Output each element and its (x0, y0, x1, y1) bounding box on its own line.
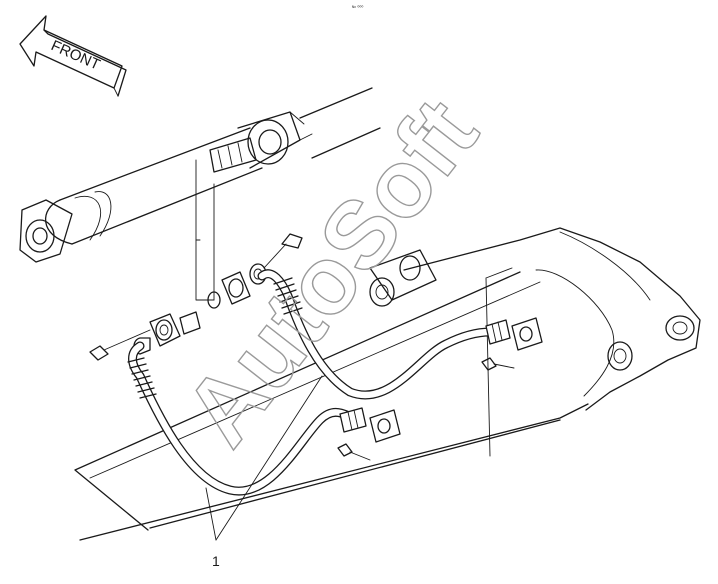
right-fitting-lower (337, 407, 401, 461)
header-mark: ᴺᵒ ⁰⁰⁰ (352, 5, 363, 11)
callout-1-label: 1 (212, 553, 220, 569)
hose-2-spring-guard (273, 277, 303, 315)
leader-lines (195, 159, 215, 301)
left-fitting-assembly (89, 233, 303, 361)
front-arrow: FRONT (19, 15, 127, 97)
hose-1-spring-guard (127, 357, 157, 399)
right-fitting-upper (481, 317, 543, 371)
hose-2 (257, 269, 495, 400)
hose-1 (127, 341, 361, 496)
boom-cylinder (19, 87, 381, 263)
callout-1: 1 (205, 375, 323, 569)
boom-arm (74, 227, 701, 541)
